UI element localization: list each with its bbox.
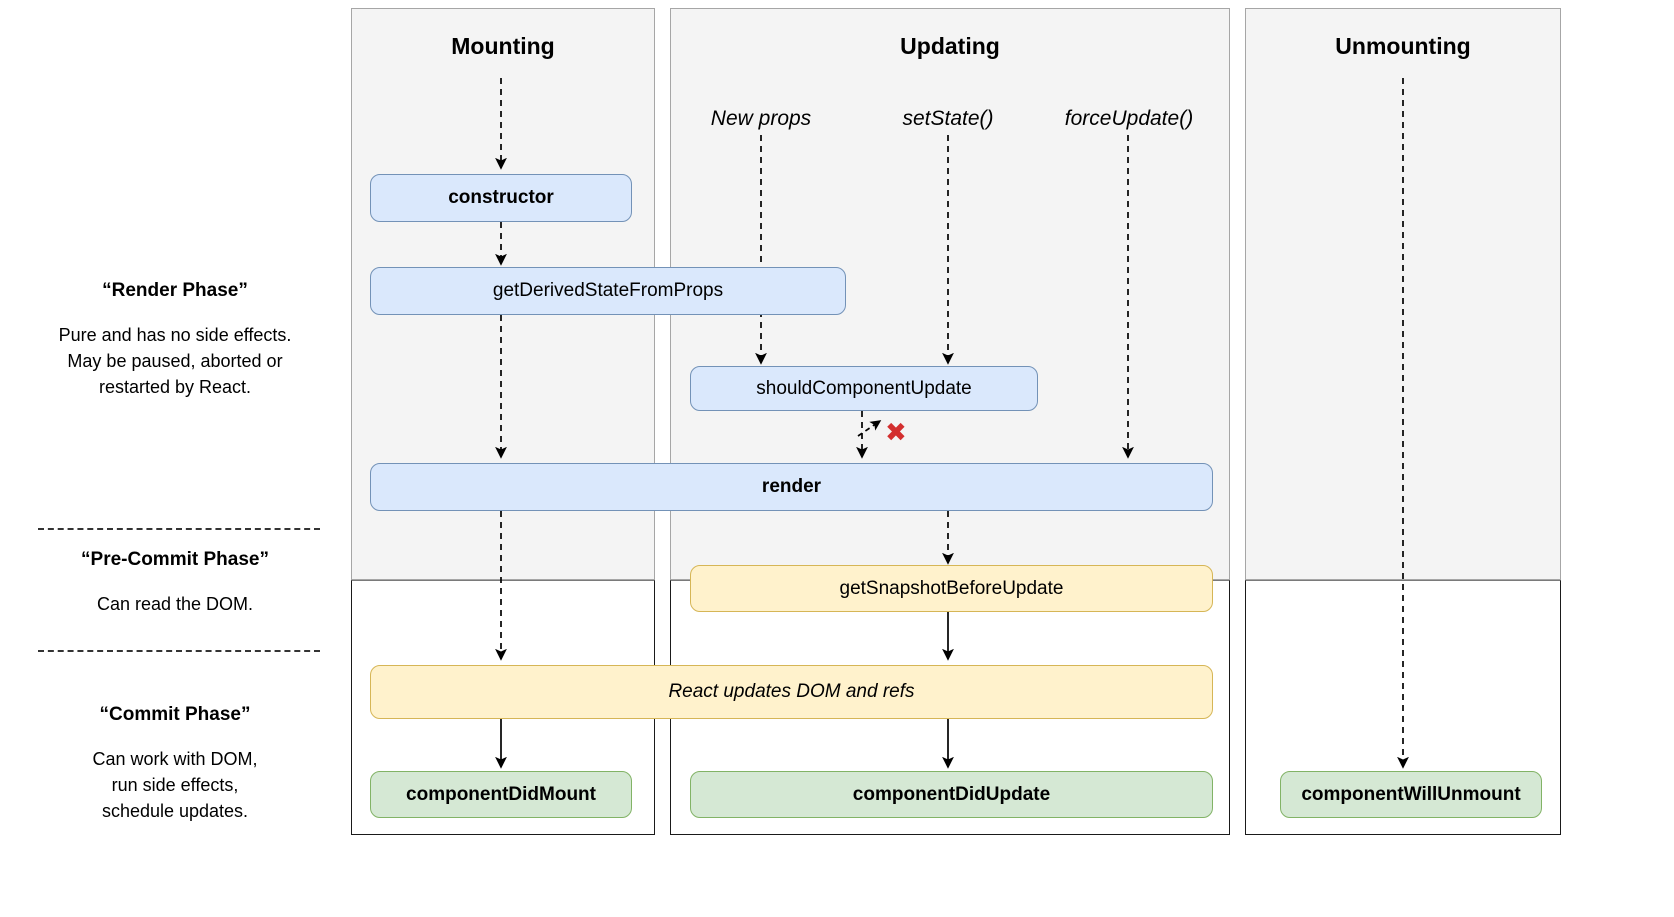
trigger-label-set-state: setState() bbox=[902, 107, 994, 130]
trigger-label-new-props: New props bbox=[710, 107, 812, 130]
trigger-label-force-update: forceUpdate() bbox=[1064, 107, 1194, 130]
column-title-mounting: Mounting bbox=[451, 33, 555, 59]
lifecycle-node-get-snapshot-before-update[interactable]: getSnapshotBeforeUpdate bbox=[690, 565, 1213, 612]
phase-render-name: “Render Phase” bbox=[102, 280, 248, 301]
lifecycle-node-component-did-update[interactable]: componentDidUpdate bbox=[690, 771, 1213, 818]
phase-commit-name: “Commit Phase” bbox=[99, 704, 251, 725]
column-title-updating: Updating bbox=[900, 33, 1000, 59]
skip-render-x-icon: ✖ bbox=[885, 418, 907, 448]
phase-commit: “Commit Phase” Can work with DOM, run si… bbox=[0, 704, 350, 824]
lifecycle-node-component-did-mount[interactable]: componentDidMount bbox=[370, 771, 632, 818]
lifecycle-node-react-updates-dom-and-refs[interactable]: React updates DOM and refs bbox=[370, 665, 1213, 719]
lifecycle-node-should-component-update[interactable]: shouldComponentUpdate bbox=[690, 366, 1038, 411]
lifecycle-node-render[interactable]: render bbox=[370, 463, 1213, 511]
lifecycle-node-constructor[interactable]: constructor bbox=[370, 174, 632, 222]
lifecycle-node-get-derived-state-from-props[interactable]: getDerivedStateFromProps bbox=[370, 267, 846, 315]
phase-pre-commit: “Pre-Commit Phase” Can read the DOM. bbox=[0, 549, 350, 617]
phase-divider-render-precommit bbox=[38, 528, 320, 530]
phase-render: “Render Phase” Pure and has no side effe… bbox=[0, 280, 350, 400]
lifecycle-node-component-will-unmount[interactable]: componentWillUnmount bbox=[1280, 771, 1542, 818]
column-title-unmounting: Unmounting bbox=[1335, 33, 1471, 59]
phase-render-description: Pure and has no side effects. May be pau… bbox=[58, 325, 292, 397]
phase-pre-commit-name: “Pre-Commit Phase” bbox=[81, 549, 269, 570]
column-unmounting-render-area bbox=[1245, 8, 1561, 580]
phase-divider-precommit-commit bbox=[38, 650, 320, 652]
phase-pre-commit-description: Can read the DOM. bbox=[96, 594, 254, 614]
phase-commit-description: Can work with DOM, run side effects, sch… bbox=[92, 749, 258, 821]
